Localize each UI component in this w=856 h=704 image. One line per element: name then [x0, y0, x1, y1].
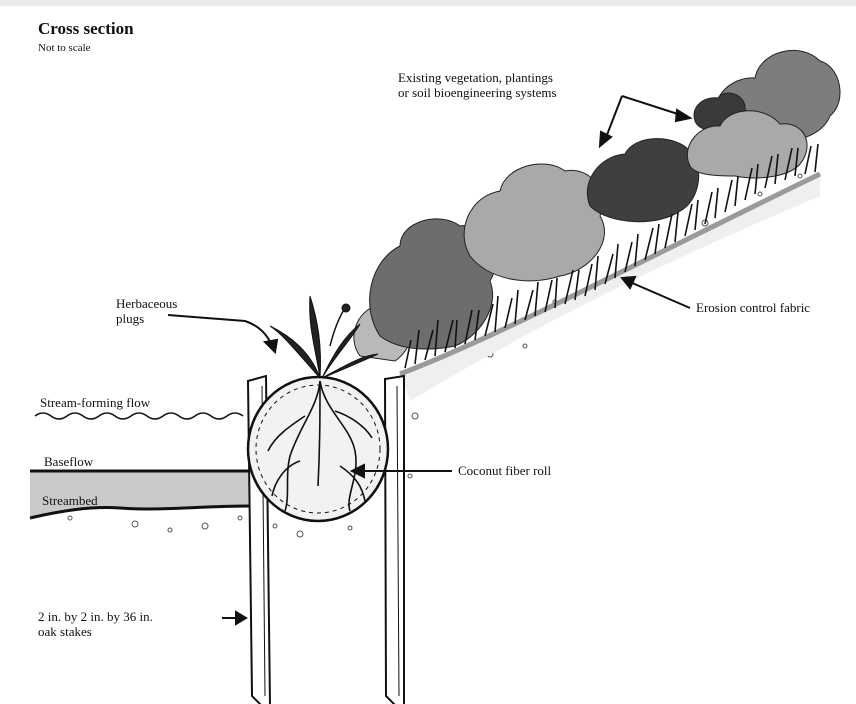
label-vegetation: Existing vegetation, plantings or soil b…: [398, 70, 557, 100]
label-coconut-fiber-roll: Coconut fiber roll: [458, 463, 551, 478]
cross-section-illustration: [0, 6, 856, 704]
bush-left-mid: [464, 164, 604, 281]
bush-mid-dark: [587, 139, 698, 222]
diagram-subtitle: Not to scale: [38, 42, 91, 54]
coconut-fiber-roll: [248, 377, 388, 521]
label-stakes-line-2: oak stakes: [38, 624, 153, 639]
label-vegetation-line-1: Existing vegetation, plantings: [398, 70, 557, 85]
label-streambed: Streambed: [42, 493, 98, 508]
stream-forming-flow-wave: [35, 413, 243, 419]
label-herbaceous-line-1: Herbaceous: [116, 296, 177, 311]
label-stakes-line-1: 2 in. by 2 in. by 36 in.: [38, 609, 153, 624]
label-herbaceous-line-2: plugs: [116, 311, 177, 326]
label-oak-stakes: 2 in. by 2 in. by 36 in. oak stakes: [38, 609, 153, 639]
label-herbaceous-plugs: Herbaceous plugs: [116, 296, 177, 326]
label-vegetation-line-2: or soil bioengineering systems: [398, 85, 557, 100]
label-stream-forming-flow: Stream-forming flow: [40, 395, 150, 410]
diagram-title: Cross section: [38, 20, 134, 38]
label-baseflow: Baseflow: [44, 454, 93, 469]
stake-right: [385, 376, 404, 704]
label-erosion-control-fabric: Erosion control fabric: [696, 300, 810, 315]
